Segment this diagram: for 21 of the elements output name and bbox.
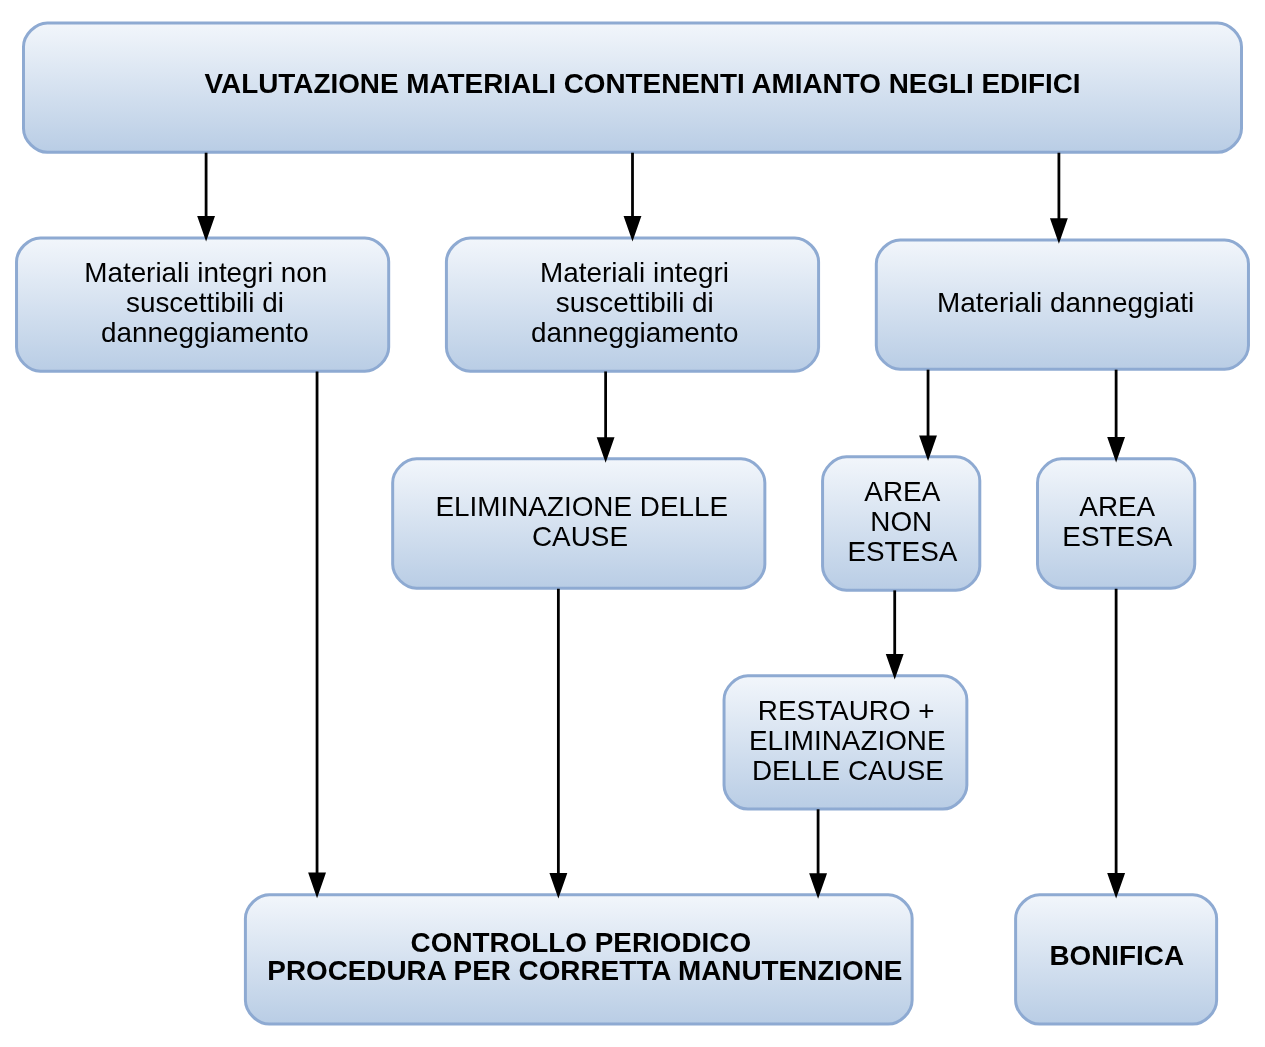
arrow — [919, 369, 937, 461]
node-box: BONIFICA — [1014, 893, 1219, 1026]
node-box: AREA NON ESTESA — [821, 455, 982, 592]
arrow — [197, 152, 216, 242]
node-box: AREA ESTESA — [1036, 457, 1197, 590]
arrow — [1049, 152, 1068, 244]
arrow — [809, 809, 827, 899]
node-box: RESTAURO + ELIMINAZIONE DELLE CAUSE — [722, 674, 969, 811]
arrow — [549, 588, 568, 899]
arrow — [596, 371, 615, 463]
node-box: Materiali danneggiati — [874, 238, 1250, 371]
node-box: ELIMINAZIONE DELLE CAUSE — [391, 457, 767, 590]
arrow — [885, 590, 904, 680]
arrow — [1107, 588, 1126, 899]
node-box: Materiali integri suscettibili di danneggiamento — [444, 236, 821, 373]
node-box: CONTROLLO PERIODICO PROCEDURA PER CORRETTA MANUTENZIONE — [243, 893, 914, 1026]
node-box: VALUTAZIONE MATERIALI CONTENENTI AMIANTO NEGLI EDIFICI — [22, 21, 1243, 154]
arrow — [623, 152, 642, 242]
arrow — [1107, 369, 1126, 463]
arrow — [308, 371, 326, 899]
node-box: Materiali integri non suscettibili di danneggiamento — [15, 236, 391, 373]
